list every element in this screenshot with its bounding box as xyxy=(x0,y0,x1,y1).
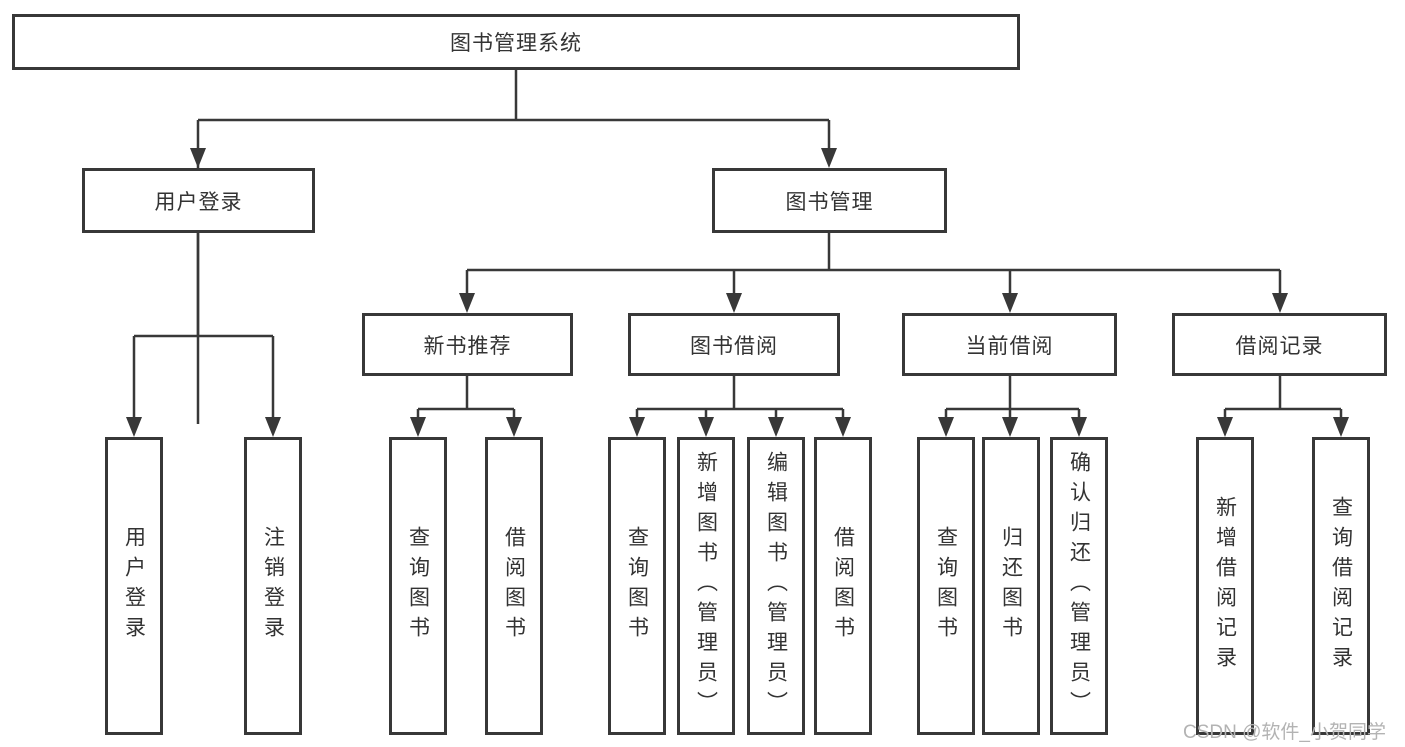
leaf-edit-books-admin: 编辑图书（管理员） xyxy=(747,437,805,735)
leaf-query-books-current: 查询图书 xyxy=(917,437,975,735)
leaf-return-books: 归还图书 xyxy=(982,437,1040,735)
node-new-book-recommendation: 新书推荐 xyxy=(362,313,573,376)
connector-book-borrow-children xyxy=(629,376,851,437)
leaf-user-login: 用户登录 xyxy=(105,437,163,735)
leaf-confirm-return-admin: 确认归还（管理员） xyxy=(1050,437,1108,735)
arrowhead xyxy=(1333,417,1349,437)
csdn-watermark: CSDN @软件_小贺同学 xyxy=(1183,722,1386,743)
node-current-borrowing: 当前借阅 xyxy=(902,313,1117,376)
node-user-login: 用户登录 xyxy=(82,168,315,233)
node-borrowing-records: 借阅记录 xyxy=(1172,313,1387,376)
leaf-label: 借阅图书 xyxy=(831,526,855,646)
connector-user-login-children xyxy=(126,233,281,437)
connector-root-to-level2 xyxy=(190,70,837,424)
arrowhead xyxy=(506,417,522,437)
connector-borrow-records-children xyxy=(1217,376,1349,437)
arrowhead xyxy=(938,417,954,437)
arrowhead xyxy=(1002,293,1018,313)
leaf-label: 注销登录 xyxy=(261,526,285,646)
connector-book-mgmt-children xyxy=(459,233,1288,313)
arrowhead xyxy=(726,293,742,313)
leaf-label: 确认归还（管理员） xyxy=(1067,451,1091,721)
leaf-label: 新增借阅记录 xyxy=(1213,496,1237,676)
leaf-label: 编辑图书（管理员） xyxy=(764,451,788,721)
arrowhead xyxy=(1217,417,1233,437)
arrowhead xyxy=(821,148,837,168)
leaf-label: 归还图书 xyxy=(999,526,1023,646)
leaf-label: 新增图书（管理员） xyxy=(694,451,718,721)
arrowhead xyxy=(126,417,142,437)
leaf-label: 查询图书 xyxy=(625,526,649,646)
arrowhead xyxy=(698,417,714,437)
leaf-label: 查询图书 xyxy=(934,526,958,646)
leaf-logout: 注销登录 xyxy=(244,437,302,735)
leaf-label: 查询借阅记录 xyxy=(1329,496,1353,676)
leaf-label: 用户登录 xyxy=(122,526,146,646)
leaf-borrow-books: 借阅图书 xyxy=(814,437,872,735)
arrowhead xyxy=(1272,293,1288,313)
connector-new-book-rec-children xyxy=(410,376,522,437)
leaf-query-borrow-record: 查询借阅记录 xyxy=(1312,437,1370,735)
arrowhead xyxy=(835,417,851,437)
arrowhead xyxy=(768,417,784,437)
leaf-label: 借阅图书 xyxy=(502,526,526,646)
leaf-query-books: 查询图书 xyxy=(608,437,666,735)
arrowhead xyxy=(1002,417,1018,437)
node-library-management-system: 图书管理系统 xyxy=(12,14,1020,70)
leaf-add-borrow-record: 新增借阅记录 xyxy=(1196,437,1254,735)
leaf-query-books-rec: 查询图书 xyxy=(389,437,447,735)
arrowhead xyxy=(410,417,426,437)
arrowhead xyxy=(265,417,281,437)
arrowhead xyxy=(1071,417,1087,437)
leaf-borrow-books-rec: 借阅图书 xyxy=(485,437,543,735)
leaf-label: 查询图书 xyxy=(406,526,430,646)
arrowhead xyxy=(190,148,206,168)
connector-current-borrow-children xyxy=(938,376,1087,437)
arrowhead xyxy=(629,417,645,437)
leaf-add-books-admin: 新增图书（管理员） xyxy=(677,437,735,735)
node-book-management: 图书管理 xyxy=(712,168,947,233)
arrowhead xyxy=(459,293,475,313)
node-book-borrowing: 图书借阅 xyxy=(628,313,840,376)
